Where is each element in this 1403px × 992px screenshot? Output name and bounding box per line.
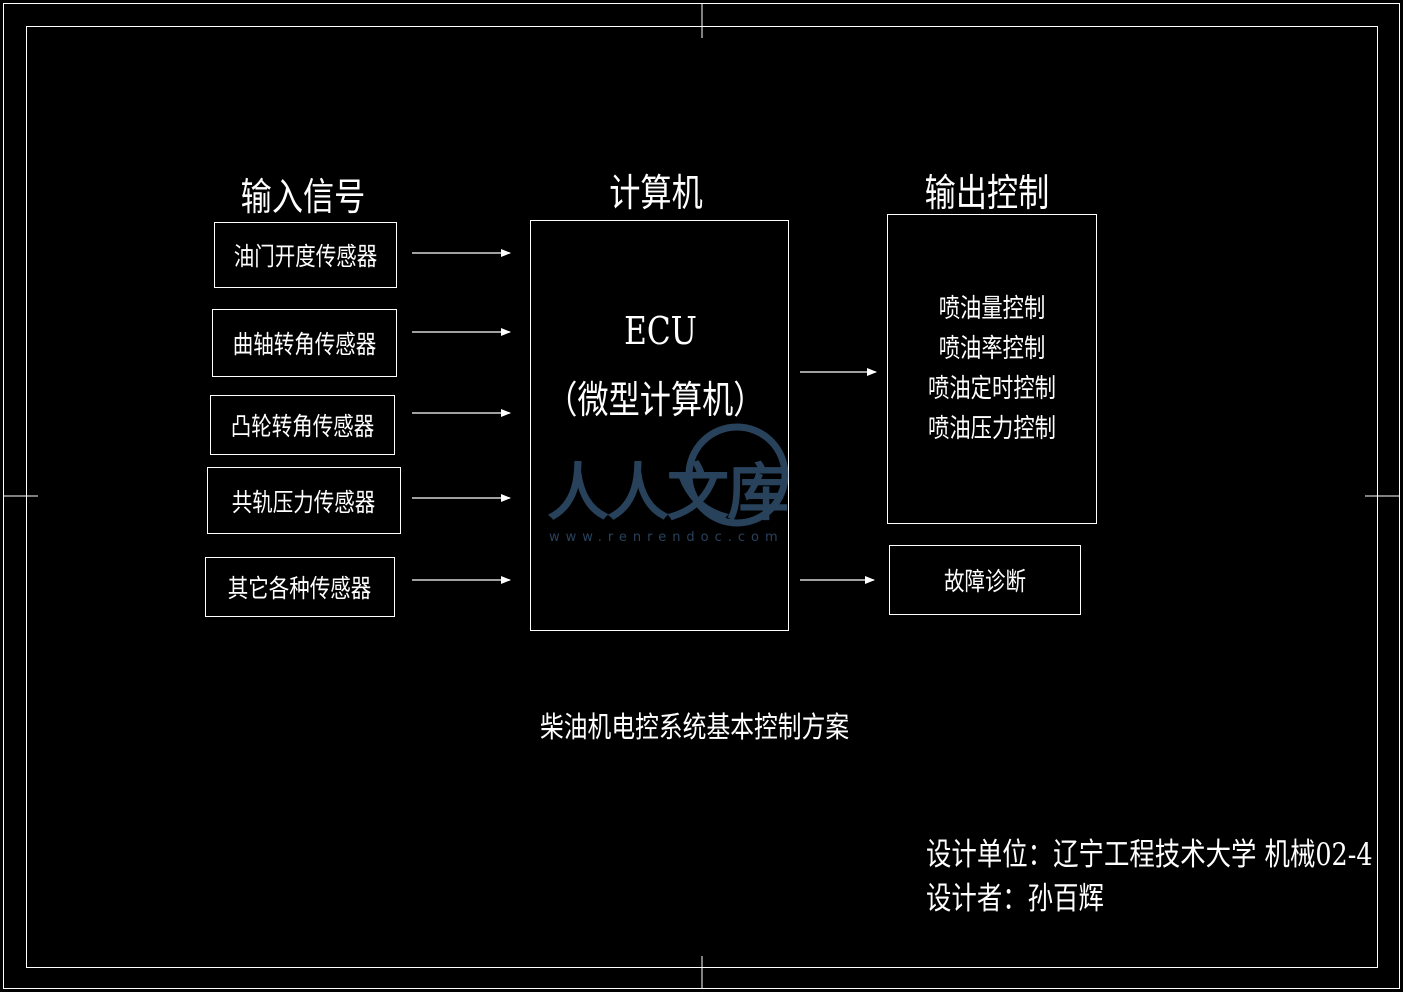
heading-computer: 计算机: [609, 171, 703, 215]
input-box-rail-pressure-sensor: 共轨压力传感器: [207, 467, 401, 534]
input-label-rail-pressure-sensor: 共轨压力传感器: [232, 487, 376, 517]
designer-unit-line: 设计单位：辽宁工程技术大学 机械02-4: [926, 837, 1373, 873]
designer-name-line: 设计者：孙百辉: [926, 881, 1104, 917]
ecu-label: ECU: [624, 309, 697, 353]
input-label-other-sensors: 其它各种传感器: [228, 574, 372, 603]
fault-diagnosis-label: 故障诊断: [943, 567, 1026, 596]
input-box-other-sensors: 其它各种传感器: [205, 557, 395, 617]
input-box-throttle-sensor: 油门开度传感器: [214, 222, 397, 288]
input-box-camshaft-sensor: 凸轮转角传感器: [210, 395, 395, 455]
heading-output-control: 输出控制: [924, 171, 1050, 215]
ecu-subtitle: （微型计算机）: [546, 378, 765, 422]
output-item-injection-pressure: 喷油压力控制: [928, 414, 1056, 444]
output-item-injection-quantity: 喷油量控制: [938, 294, 1046, 324]
output-item-injection-rate: 喷油率控制: [938, 334, 1046, 364]
ecu-box: ECU （微型计算机）: [530, 220, 789, 631]
input-label-camshaft-sensor: 凸轮转角传感器: [230, 412, 375, 441]
input-label-crankshaft-sensor: 曲轴转角传感器: [232, 330, 377, 359]
input-box-crankshaft-sensor: 曲轴转角传感器: [212, 309, 397, 377]
output-control-list: 喷油量控制 喷油率控制 喷油定时控制 喷油压力控制: [914, 289, 1070, 449]
diagram-caption: 柴油机电控系统基本控制方案: [540, 710, 850, 744]
input-label-throttle-sensor: 油门开度传感器: [233, 242, 378, 271]
fault-diagnosis-box: 故障诊断: [889, 545, 1081, 615]
output-item-injection-timing: 喷油定时控制: [928, 374, 1056, 404]
output-control-box: 喷油量控制 喷油率控制 喷油定时控制 喷油压力控制: [887, 214, 1097, 524]
heading-input-signal: 输入信号: [240, 175, 366, 219]
